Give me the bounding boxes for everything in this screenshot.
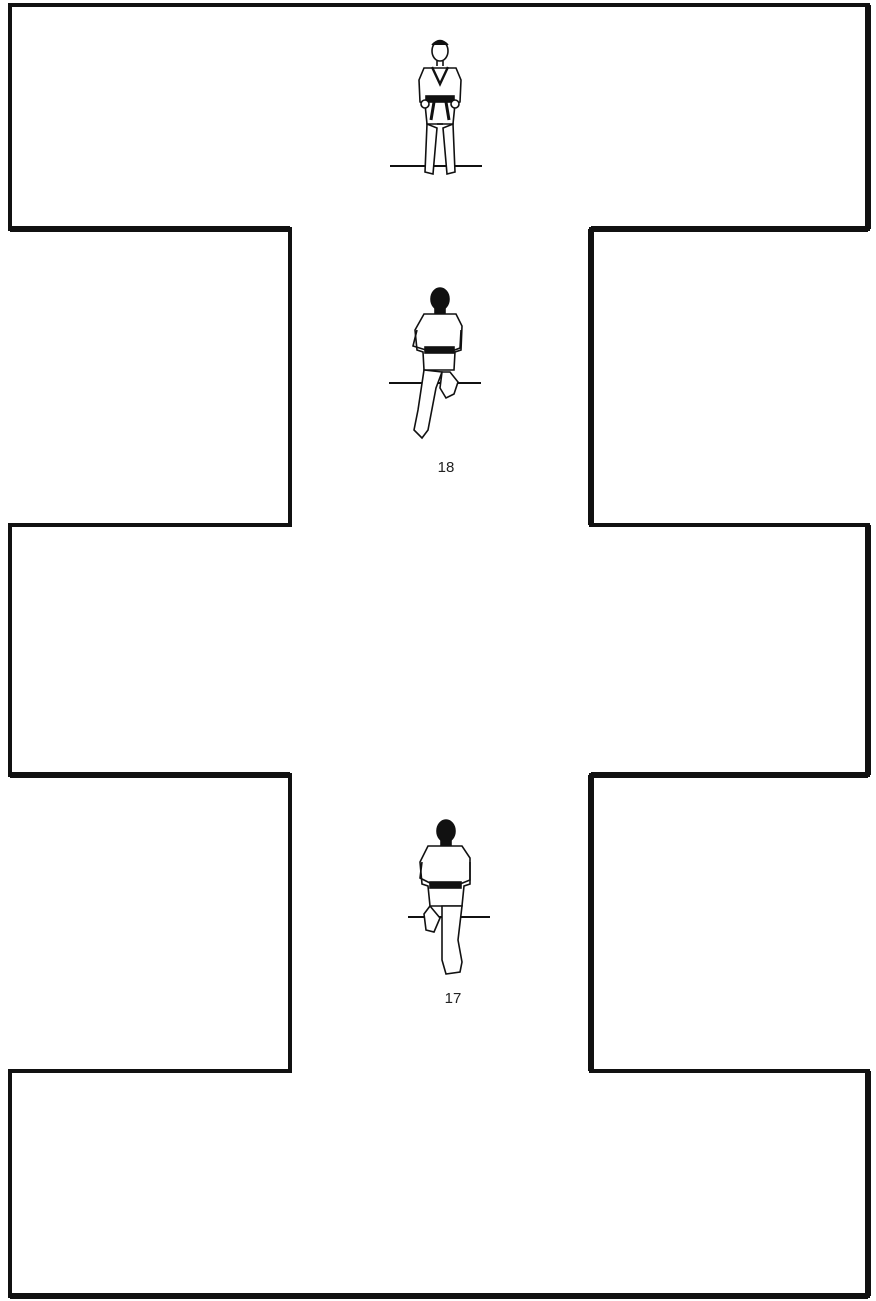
outline-emphasis: [10, 5, 868, 1296]
step-18-figure: [389, 288, 481, 438]
floor-pattern-outline: [10, 5, 868, 1296]
start-figure: [390, 41, 482, 175]
step-17-figure: [408, 820, 490, 974]
step-17-label: 17: [445, 990, 462, 1007]
step-18-label: 18: [438, 459, 455, 476]
